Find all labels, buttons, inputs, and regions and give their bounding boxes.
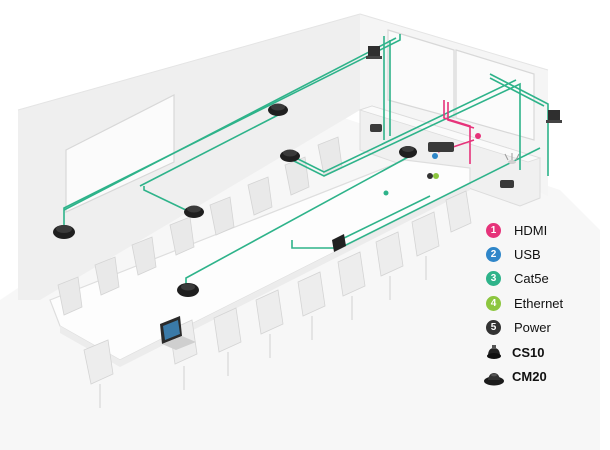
legend-number-badge: 3 [486, 271, 501, 287]
legend-label: Cat5e [514, 271, 549, 287]
legend-label: CM20 [512, 369, 547, 385]
cable-markers [383, 133, 481, 196]
cm20-microphone-icon [484, 372, 504, 386]
cs10-ceiling-speaker-1 [53, 225, 75, 239]
ptz-camera-right [546, 110, 562, 123]
legend-item-cs10: CS10 [486, 340, 606, 364]
cs10-ceiling-speaker-4 [399, 146, 417, 158]
whiteboard [65, 94, 175, 213]
switch-device [370, 124, 382, 132]
touch-panel [332, 234, 346, 252]
left-wall [18, 14, 360, 300]
cs10-ceiling-speaker-3 [184, 205, 204, 218]
ptz-camera-left [366, 46, 382, 59]
conference-phone-plant [504, 153, 520, 164]
cs10-ceiling-speaker-5 [280, 149, 300, 162]
laptop [160, 316, 196, 350]
legend-number-badge: 5 [486, 320, 501, 336]
cs10-ceiling-speaker-2 [268, 103, 288, 116]
hub-device [428, 142, 454, 152]
cat5e-cabling [63, 34, 549, 286]
legend-number-badge: 1 [486, 222, 501, 238]
legend-label: CS10 [512, 344, 545, 360]
legend-item-cm20: CM20 [484, 364, 606, 388]
legend-item-usb: 2 USB [486, 242, 606, 266]
legend-label: USB [514, 247, 541, 263]
legend-number-badge: 2 [486, 247, 501, 263]
legend-label: Ethernet [514, 295, 564, 311]
legend-item-cat5e: 3 Cat5e [486, 267, 606, 291]
legend-number-badge: 4 [486, 295, 501, 311]
back-chairs [57, 136, 343, 316]
legend-label: HDMI [514, 222, 548, 238]
power-device [500, 180, 514, 188]
legend-label: Power [514, 320, 551, 336]
left-display [387, 29, 455, 119]
legend-item-ethernet: 4 Ethernet [486, 291, 606, 315]
cs10-speakerphone-icon [487, 345, 501, 360]
cm20-table-microphone [177, 283, 199, 297]
front-chairs [83, 190, 472, 385]
legend-item-hdmi: 1 HDMI [486, 218, 606, 242]
legend-item-power: 5 Power [486, 316, 606, 340]
